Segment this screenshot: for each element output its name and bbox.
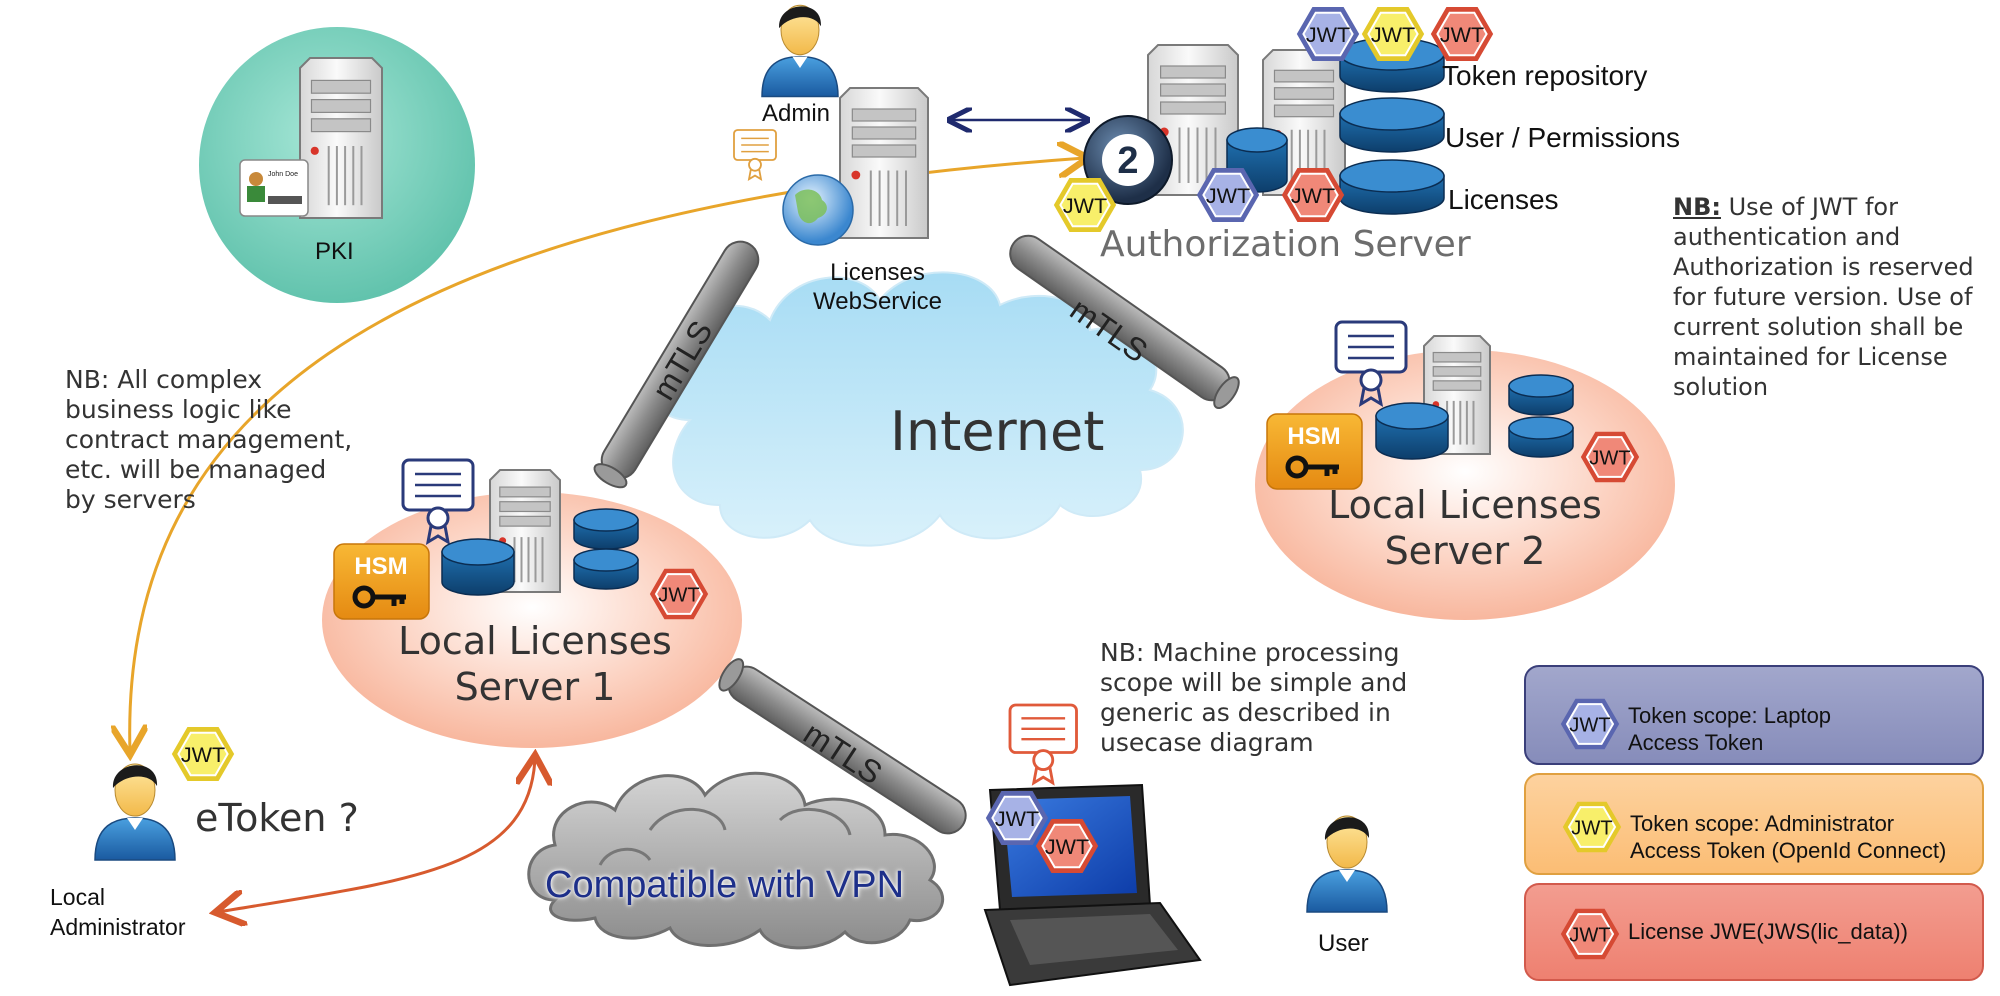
legend-jwt-blue-icon: JWT xyxy=(1560,698,1620,750)
jwt-label: JWT xyxy=(1306,22,1350,47)
lls2-db-icon-3 xyxy=(1508,416,1574,458)
label-pki: PKI xyxy=(315,238,354,265)
legend-box-admin xyxy=(1524,773,1984,875)
jwt-badge-red-lls1: JWT xyxy=(649,568,709,620)
label-user-permissions: User / Permissions xyxy=(1445,122,1680,153)
lls1-db-icon-2 xyxy=(573,508,639,550)
label-token-repository: Token repository xyxy=(1442,60,1648,91)
legend-jwt-red-icon: JWT xyxy=(1560,908,1620,960)
legend-box-license xyxy=(1524,883,1984,981)
webservice-server-icon xyxy=(839,87,929,239)
jwt-label: JWT xyxy=(181,742,225,767)
lls2-db-icon-2 xyxy=(1508,374,1574,416)
legend-box-laptop xyxy=(1524,665,1984,765)
lls1-hsm-icon: HSM xyxy=(333,543,430,620)
legend-text-laptop: Token scope: Laptop Access Token xyxy=(1628,703,1832,755)
id-card-name: John Doe xyxy=(268,171,298,178)
jwt-label: JWT xyxy=(995,806,1039,831)
label-user: User xyxy=(1318,930,1369,957)
lls2-hsm-icon: HSM xyxy=(1266,413,1363,490)
arrow-localadmin-to-lls1 xyxy=(218,758,535,912)
jwt-label: JWT xyxy=(658,585,699,607)
note-jwt-body: Use of JWT for authentication and Author… xyxy=(1673,193,1974,401)
note-jwt-future: NB: Use of JWT for authentication and Au… xyxy=(1673,192,1974,402)
jwt-label: JWT xyxy=(1571,818,1612,840)
label-compatible-with-vpn: Compatible with VPN xyxy=(545,864,905,906)
hsm-label: HSM xyxy=(354,553,407,580)
pki-server-icon xyxy=(299,57,383,219)
jwt-badge-blue-auth: JWT xyxy=(1196,168,1260,222)
label-internet: Internet xyxy=(890,400,1105,463)
vpn-cloud xyxy=(527,771,944,950)
jwt-label: JWT xyxy=(1063,193,1107,218)
user-person-icon xyxy=(1306,815,1388,913)
id-card-icon: John Doe xyxy=(239,159,309,217)
jwt-badge-yellow-token-repo: JWT xyxy=(1361,7,1425,61)
lls2-db-icon-1 xyxy=(1375,402,1449,460)
label-local-licenses-server-1: Local Licenses Server 1 xyxy=(398,619,672,709)
key-icon xyxy=(1285,455,1339,479)
label-local-administrator: Local Administrator xyxy=(50,884,186,940)
jwt-badge-red-token-repo: JWT xyxy=(1430,7,1494,61)
legend-text-license: License JWE(JWS(lic_data)) xyxy=(1628,919,1908,944)
local-admin-person-icon xyxy=(94,763,176,861)
jwt-badge-red-auth: JWT xyxy=(1281,168,1345,222)
user-permissions-db-icon xyxy=(1339,97,1445,153)
label-local-licenses-server-2: Local Licenses Server 2 xyxy=(1328,483,1602,573)
admin-person-icon xyxy=(761,4,839,98)
jwt-label: JWT xyxy=(1440,22,1484,47)
jwt-label: JWT xyxy=(1291,183,1335,208)
note-machine-processing: NB: Machine processing scope will be sim… xyxy=(1100,638,1408,757)
jwt-label: JWT xyxy=(1569,715,1610,737)
label-licenses-webservice: Licenses WebService xyxy=(813,259,942,315)
legend-text-admin: Token scope: Administrator Access Token … xyxy=(1630,811,1947,863)
note-jwt-prefix: NB: xyxy=(1673,193,1721,221)
legend-jwt-yellow-icon: JWT xyxy=(1562,801,1622,853)
jwt-label: JWT xyxy=(1371,22,1415,47)
key-icon xyxy=(352,585,406,609)
lls2-cert-icon xyxy=(1334,320,1408,408)
label-admin: Admin xyxy=(762,100,831,127)
jwt-label: JWT xyxy=(1569,925,1610,947)
jwt-label: JWT xyxy=(1589,448,1630,470)
jwt-badge-red-laptop: JWT xyxy=(1035,819,1099,873)
jwt-badge-blue-laptop: JWT xyxy=(985,791,1049,845)
jwt-label: JWT xyxy=(1206,183,1250,208)
jwt-badge-red-lls2: JWT xyxy=(1580,431,1640,483)
lls1-cert-icon xyxy=(401,458,475,546)
label-licenses-db: Licenses xyxy=(1448,184,1559,215)
lls1-db-icon-3 xyxy=(573,548,639,590)
hsm-label: HSM xyxy=(1287,423,1340,450)
label-etoken: eToken ? xyxy=(195,796,359,840)
jwt-badge-blue-token-repo: JWT xyxy=(1296,7,1360,61)
lls1-db-icon-1 xyxy=(441,538,515,596)
note-business-logic: NB: All complex business logic like cont… xyxy=(65,365,353,514)
label-authorization-server: Authorization Server xyxy=(1100,224,1471,265)
globe-icon xyxy=(782,174,854,246)
svg-text:2: 2 xyxy=(1117,140,1138,182)
laptop-cert-icon xyxy=(1008,703,1078,786)
oauth-logo-icon: 2 xyxy=(1083,115,1173,205)
jwt-badge-yellow-local-admin: JWT xyxy=(171,727,235,781)
jwt-label: JWT xyxy=(1045,834,1089,859)
licenses-db-icon xyxy=(1339,159,1445,215)
admin-cert-icon xyxy=(733,129,777,182)
jwt-badge-yellow-auth: JWT xyxy=(1053,178,1117,232)
